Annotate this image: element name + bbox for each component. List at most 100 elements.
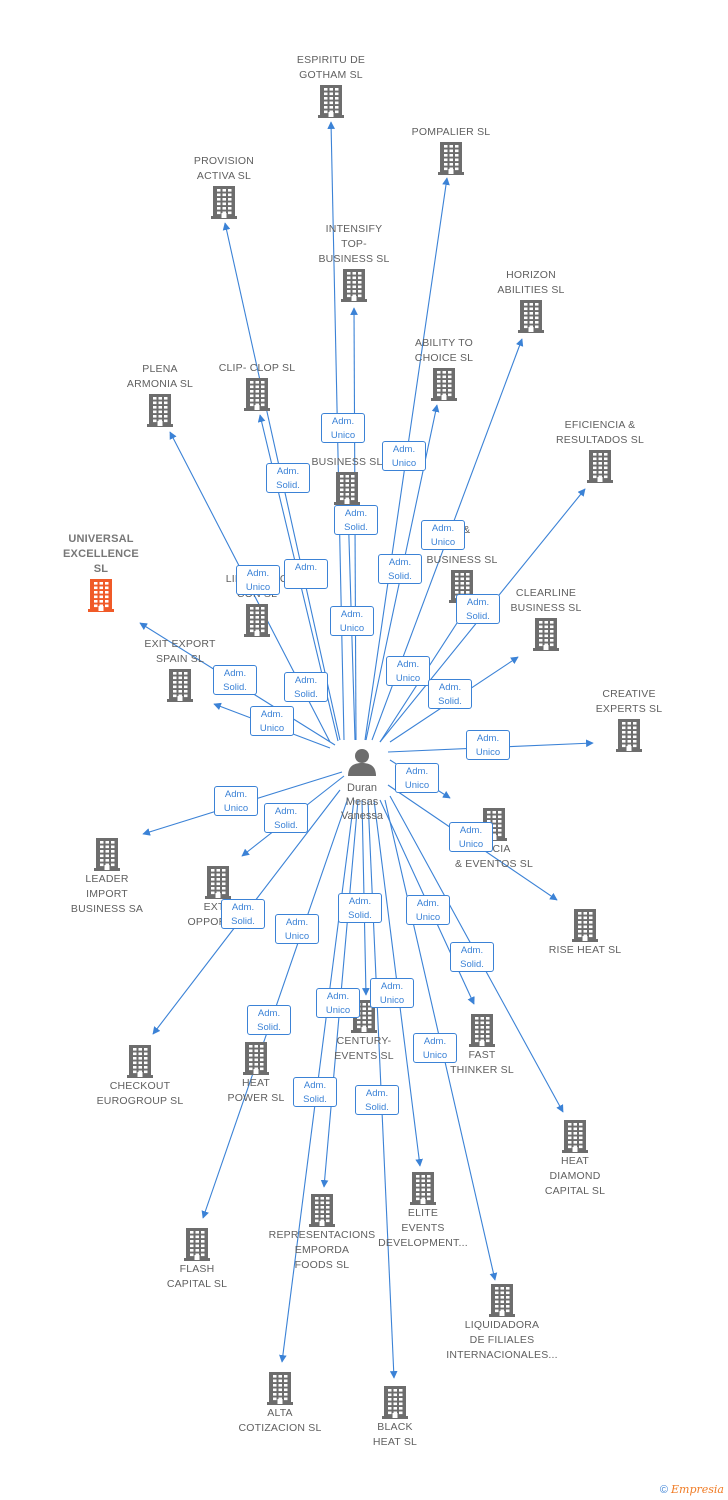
role-label[interactable]: Adm.Unico (250, 706, 294, 736)
role-label[interactable]: Adm.Unico (386, 656, 430, 686)
role-label[interactable]: Adm.Unico (406, 895, 450, 925)
role-label[interactable]: Adm.Solid. (334, 505, 378, 535)
company-node-excelencia[interactable]: ENCIA& EVENTOS SL (424, 806, 564, 872)
company-name-line: LIQUIDADORA (464, 1319, 540, 1331)
role-label-line: Solid. (466, 611, 490, 622)
role-label[interactable]: Adm.Unico (316, 988, 360, 1018)
building-icon (334, 472, 360, 505)
role-label[interactable]: Adm.Solid. (378, 554, 422, 584)
role-label[interactable]: Adm.Solid. (213, 665, 257, 695)
role-label[interactable]: Adm.Unico (214, 786, 258, 816)
role-label[interactable]: Adm.Solid. (456, 594, 500, 624)
company-name: ENCIA& EVENTOS SL (424, 842, 564, 872)
role-label-line: Adm. (294, 562, 318, 573)
company-name-line: BUSINESS SL (510, 602, 582, 614)
building-icon (410, 1172, 436, 1205)
company-node-clipclop[interactable]: CLIP- CLOP SL (187, 361, 327, 412)
role-label[interactable]: Adm.Unico (275, 914, 319, 944)
company-name-line: EXIT EXPORT (144, 638, 216, 650)
role-label-line: Solid. (303, 1094, 327, 1105)
company-name-line: EXPERTS SL (595, 703, 663, 715)
role-label-line: Solid. (365, 1102, 389, 1113)
role-label[interactable]: Adm.Unico (466, 730, 510, 760)
role-label[interactable]: Adm.Solid. (355, 1085, 399, 1115)
company-node-pompalier[interactable]: POMPALIER SL (381, 125, 521, 176)
role-label-line: Solid. (460, 959, 484, 970)
company-name-line: SL (93, 563, 109, 575)
role-label[interactable]: Adm.Unico (330, 606, 374, 636)
company-name-line: EVENTS (401, 1222, 445, 1234)
role-label-line: Adm. (260, 709, 284, 720)
role-label[interactable]: Adm.Solid. (264, 803, 308, 833)
role-label[interactable]: Adm. Solid. (428, 679, 472, 709)
person-name-line: Duran (347, 782, 377, 794)
building-icon (184, 1228, 210, 1261)
role-label[interactable]: Adm.Solid. (266, 463, 310, 493)
company-name-line: EUROGROUP SL (96, 1095, 184, 1107)
role-label-line: Solid. (274, 820, 298, 831)
company-node-riseheat[interactable]: RISE HEAT SL (515, 907, 655, 958)
company-name-line: ARMONIA SL (126, 378, 194, 390)
role-label[interactable]: Adm.Solid. (293, 1077, 337, 1107)
role-label[interactable]: Adm.Unico (236, 565, 280, 595)
building-icon (244, 604, 270, 637)
role-label-line: Adm. (257, 1008, 281, 1019)
company-name-line: DIAMOND (549, 1170, 601, 1182)
role-label[interactable]: Adm.Solid. (338, 893, 382, 923)
role-label[interactable]: Adm.Unico (382, 441, 426, 471)
role-label-line: Unico (391, 458, 417, 469)
company-name-line: EMPORDA (294, 1244, 350, 1256)
person-node[interactable]: Duran Mesas Vanessa (322, 748, 402, 823)
company-name-line: INTERNACIONALES... (446, 1349, 558, 1361)
role-label[interactable]: Adm.Unico (321, 413, 365, 443)
company-name-line: & EVENTOS SL (454, 858, 534, 870)
role-label[interactable]: Adm.Unico (449, 822, 493, 852)
role-label[interactable]: Adm.Solid. (247, 1005, 291, 1035)
role-label[interactable]: Adm.Unico (370, 978, 414, 1008)
role-label[interactable]: Adm.Unico (413, 1033, 457, 1063)
role-label[interactable]: Adm.Unico (421, 520, 465, 550)
role-label[interactable]: Adm.Solid. (284, 672, 328, 702)
role-label[interactable]: Adm.Solid. (450, 942, 494, 972)
role-label-line: Solid. (438, 696, 462, 707)
person-name-line: Mesas (345, 796, 379, 808)
role-label-line: Adm. (438, 682, 462, 693)
company-node-business[interactable]: BUSINESS SL (277, 455, 417, 506)
role-label[interactable]: Adm.Solid. (221, 899, 265, 929)
role-label-line: Solid. (231, 916, 255, 927)
role-label[interactable]: Adm.Unico (395, 763, 439, 793)
role-label-line: Adm. (331, 416, 355, 427)
company-name: EFICIENCIA &RESULTADOS SL (530, 418, 670, 448)
role-label[interactable]: Adm. (284, 559, 328, 589)
role-label-line: Adm. (348, 896, 372, 907)
company-name-line: HEAT SL (372, 1436, 418, 1448)
company-node-eficiencia[interactable]: EFICIENCIA &RESULTADOS SL (530, 418, 670, 484)
